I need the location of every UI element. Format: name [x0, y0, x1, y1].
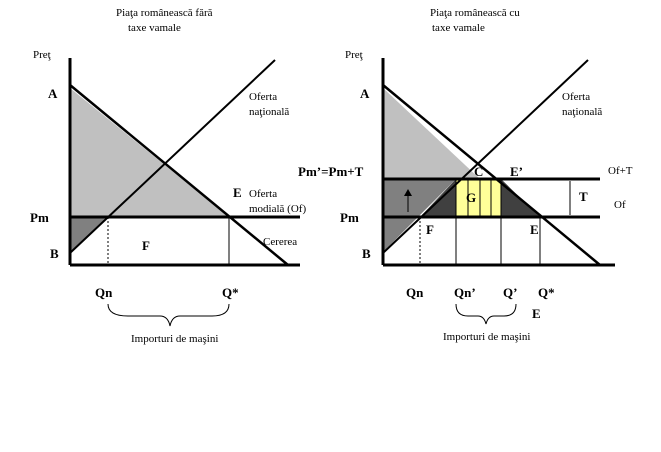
left-demand-curve: [69, 84, 289, 266]
right-of-label: Of: [614, 199, 626, 211]
left-supply-label-2: naţională: [249, 106, 289, 118]
right-imports-label: Importuri de maşini: [443, 331, 530, 343]
left-pm-label: Pm: [30, 210, 49, 225]
right-supply-curve: [382, 59, 589, 254]
right-point-e-prime: E’: [510, 164, 523, 179]
right-deadweight-loss-left: [420, 179, 456, 217]
left-supply-curve: [69, 59, 276, 254]
right-pm-tariff-label: Pm’=Pm+T: [298, 164, 364, 179]
left-panel: Piaţa românească fără taxe vamale Preţ A…: [30, 7, 306, 345]
right-area-f: F: [426, 222, 434, 237]
right-area-g: G: [466, 190, 476, 205]
right-y-axis-label: Preţ: [345, 49, 363, 61]
left-title-line2: taxe vamale: [128, 22, 181, 34]
left-point-e: E: [233, 185, 242, 200]
left-title-line1: Piaţa românească fără: [116, 7, 213, 19]
left-qn-label: Qn: [95, 285, 113, 300]
left-world-label-2: modială (Of): [249, 203, 306, 215]
left-point-a: A: [48, 86, 58, 101]
right-qstar-label: Q*: [538, 285, 555, 300]
left-world-label-1: Oferta: [249, 188, 277, 200]
left-imports-label: Importuri de maşini: [131, 333, 218, 345]
right-e-bottom-label: E: [532, 306, 541, 321]
left-area-f: F: [142, 238, 150, 253]
left-supply-label-1: Oferta: [249, 91, 277, 103]
right-tariff-t: T: [579, 189, 588, 204]
right-point-e: E: [530, 222, 539, 237]
right-supply-label-1: Oferta: [562, 91, 590, 103]
right-pm-label: Pm: [340, 210, 359, 225]
right-title-line2: taxe vamale: [432, 22, 485, 34]
left-y-axis-label: Preţ: [33, 49, 51, 61]
right-consumer-surplus-area: [383, 88, 480, 179]
left-imports-brace: [107, 303, 230, 327]
right-imports-brace: [455, 303, 517, 325]
right-point-b: B: [362, 246, 371, 261]
right-qnprime-label: Qn’: [454, 285, 476, 300]
right-tariff-revenue-area: [456, 179, 501, 217]
left-demand-label: Cererea: [263, 236, 297, 248]
right-qn-label: Qn: [406, 285, 424, 300]
left-qstar-label: Q*: [222, 285, 239, 300]
right-panel: Piaţa românească cu taxe vamale Preţ A B…: [298, 7, 633, 343]
right-supply-label-2: naţională: [562, 106, 602, 118]
right-of-t-label: Of+T: [608, 165, 633, 177]
right-point-a: A: [360, 86, 370, 101]
right-demand-curve: [382, 84, 601, 266]
right-arrow-head: [404, 189, 412, 196]
right-title-line1: Piaţa românească cu: [430, 7, 520, 19]
right-qprime-label: Q’: [503, 285, 517, 300]
left-point-b: B: [50, 246, 59, 261]
right-point-c: C: [474, 164, 483, 179]
